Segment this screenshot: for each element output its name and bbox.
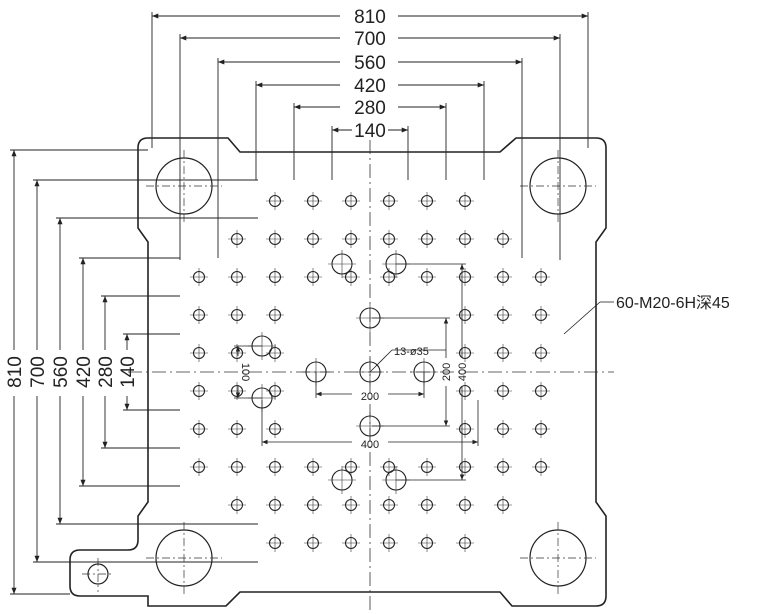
tapped-hole (228, 344, 246, 362)
tapped-hole (532, 268, 550, 286)
top-dimension-labels: 810 700 560 420 280 140 (354, 7, 386, 142)
tapped-hole (266, 268, 284, 286)
tapped-hole (456, 458, 474, 476)
tapped-hole (304, 230, 322, 248)
tapped-hole (342, 534, 360, 552)
tapped-hole (418, 268, 436, 286)
tapped-hole (456, 344, 474, 362)
tapped-hole (532, 382, 550, 400)
tapped-hole (456, 192, 474, 210)
tapped-hole (456, 534, 474, 552)
tapped-hole (190, 306, 208, 324)
left-dimensions (10, 149, 258, 595)
tapped-hole (456, 306, 474, 324)
tapped-hole (494, 306, 512, 324)
tapped-hole (380, 230, 398, 248)
dim-v-560: 560 (51, 356, 72, 388)
tapped-hole (494, 382, 512, 400)
dim-v-810: 810 (5, 356, 26, 388)
inner-dimension-labels: 100 200 400 200 400 13-ø35 60-M20-6H深45 (239, 294, 730, 451)
dim-h-280: 280 (354, 98, 386, 119)
tie-bar-center-marks (82, 150, 596, 596)
tapped-hole (494, 496, 512, 514)
tapped-hole (190, 344, 208, 362)
dim-h-810: 810 (354, 7, 386, 28)
tapped-hole (190, 268, 208, 286)
large-hole (328, 250, 356, 278)
tapped-hole (304, 268, 322, 286)
tapped-hole (494, 344, 512, 362)
tapped-hole (228, 268, 246, 286)
tapped-hole (190, 382, 208, 400)
tapped-hole (228, 420, 246, 438)
dim-h-560: 560 (354, 53, 386, 74)
tapped-hole (266, 496, 284, 514)
tapped-hole (494, 420, 512, 438)
dim-inner-200-v: 200 (441, 363, 453, 381)
tapped-hole (266, 306, 284, 324)
tapped-hole (228, 458, 246, 476)
tapped-hole (266, 534, 284, 552)
tapped-hole (342, 192, 360, 210)
tapped-hole (494, 458, 512, 476)
tapped-hole (456, 420, 474, 438)
left-dimension-labels: 810 700 560 420 280 140 (5, 356, 139, 388)
tapped-hole (304, 192, 322, 210)
tapped-hole (266, 458, 284, 476)
tapped-hole (456, 382, 474, 400)
tapped-hole (266, 192, 284, 210)
tapped-hole (266, 420, 284, 438)
tapped-holes (190, 192, 550, 552)
dim-v-700: 700 (28, 356, 49, 388)
tapped-hole (418, 534, 436, 552)
large-hole (328, 466, 356, 494)
dim-inner-400-v: 400 (457, 363, 469, 381)
center-holes-callout: 13-ø35 (394, 346, 429, 358)
tapped-hole (190, 420, 208, 438)
tapped-hole (494, 230, 512, 248)
tapped-hole (342, 496, 360, 514)
dim-h-700: 700 (354, 29, 386, 50)
tapped-hole (418, 458, 436, 476)
tapped-hole (266, 230, 284, 248)
dim-h-140: 140 (354, 121, 386, 142)
dim-h-420: 420 (354, 76, 386, 97)
tapped-hole (418, 192, 436, 210)
tapped-hole (228, 496, 246, 514)
tapped-hole (532, 420, 550, 438)
dim-inner-100: 100 (239, 363, 251, 381)
tapped-hole (494, 268, 512, 286)
dim-v-280: 280 (96, 356, 117, 388)
tapped-hole (532, 344, 550, 362)
dim-inner-200-h: 200 (361, 391, 379, 403)
top-dimensions (151, 12, 589, 260)
tapped-hole (304, 458, 322, 476)
tapped-hole (456, 230, 474, 248)
dim-v-140: 140 (118, 356, 139, 388)
platen-outline (69, 137, 607, 607)
tapped-hole (342, 230, 360, 248)
tapped-hole (456, 268, 474, 286)
tapped-hole (418, 496, 436, 514)
tapped-hole (342, 268, 360, 286)
tapped-hole (228, 306, 246, 324)
dim-inner-400-h: 400 (361, 439, 379, 451)
tapped-hole (190, 458, 208, 476)
tapped-hole (380, 496, 398, 514)
tapped-hole (418, 230, 436, 248)
tapped-hole (532, 306, 550, 324)
tapped-hole (304, 496, 322, 514)
tapped-hole (228, 230, 246, 248)
dim-v-420: 420 (74, 356, 95, 388)
inner-dimensions (234, 263, 614, 481)
tapped-hole (532, 458, 550, 476)
tapped-hole (456, 496, 474, 514)
tapped-hole (380, 192, 398, 210)
tapped-hole (380, 534, 398, 552)
tapped-hole (304, 534, 322, 552)
tapped-hole (342, 458, 360, 476)
tapped-hole (228, 382, 246, 400)
tapped-holes-callout: 60-M20-6H深45 (616, 294, 730, 312)
